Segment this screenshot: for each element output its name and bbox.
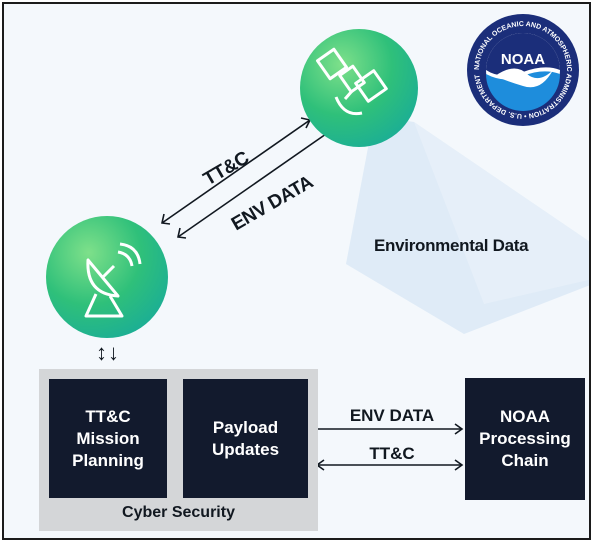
ttc-uplink-arrow xyxy=(161,119,311,224)
environmental-data-label: Environmental Data xyxy=(374,236,529,255)
cyber-security-box: TT&C Mission Planning Payload Updates Cy… xyxy=(39,369,318,531)
ground-flow-arrows: ↕↓ xyxy=(96,340,120,365)
satellite-icon xyxy=(315,47,388,116)
satellite-circle xyxy=(300,29,418,147)
coverage-cone-inner xyxy=(414,122,589,304)
svg-text:NOAA: NOAA xyxy=(501,51,545,68)
payload-updates-box: Payload Updates xyxy=(183,379,308,498)
ttc-mission-planning-box: TT&C Mission Planning xyxy=(49,379,167,498)
ttc-link-label: TT&C xyxy=(369,444,415,463)
satellite-dish-icon xyxy=(84,242,142,318)
ground-station-circle xyxy=(46,216,168,338)
noaa-processing-chain-box: NOAA Processing Chain xyxy=(465,378,585,500)
noaa-logo: NOAA NATIONAL OCEANIC AND ATMOSPHERIC AD… xyxy=(465,12,579,126)
diagram-lines xyxy=(161,116,589,471)
env-data-link-label: ENV DATA xyxy=(349,406,435,425)
env-downlink-arrow xyxy=(177,133,327,238)
cyber-security-label: Cyber Security xyxy=(122,504,235,521)
diagram-frame: Environmental Data xyxy=(2,2,591,540)
